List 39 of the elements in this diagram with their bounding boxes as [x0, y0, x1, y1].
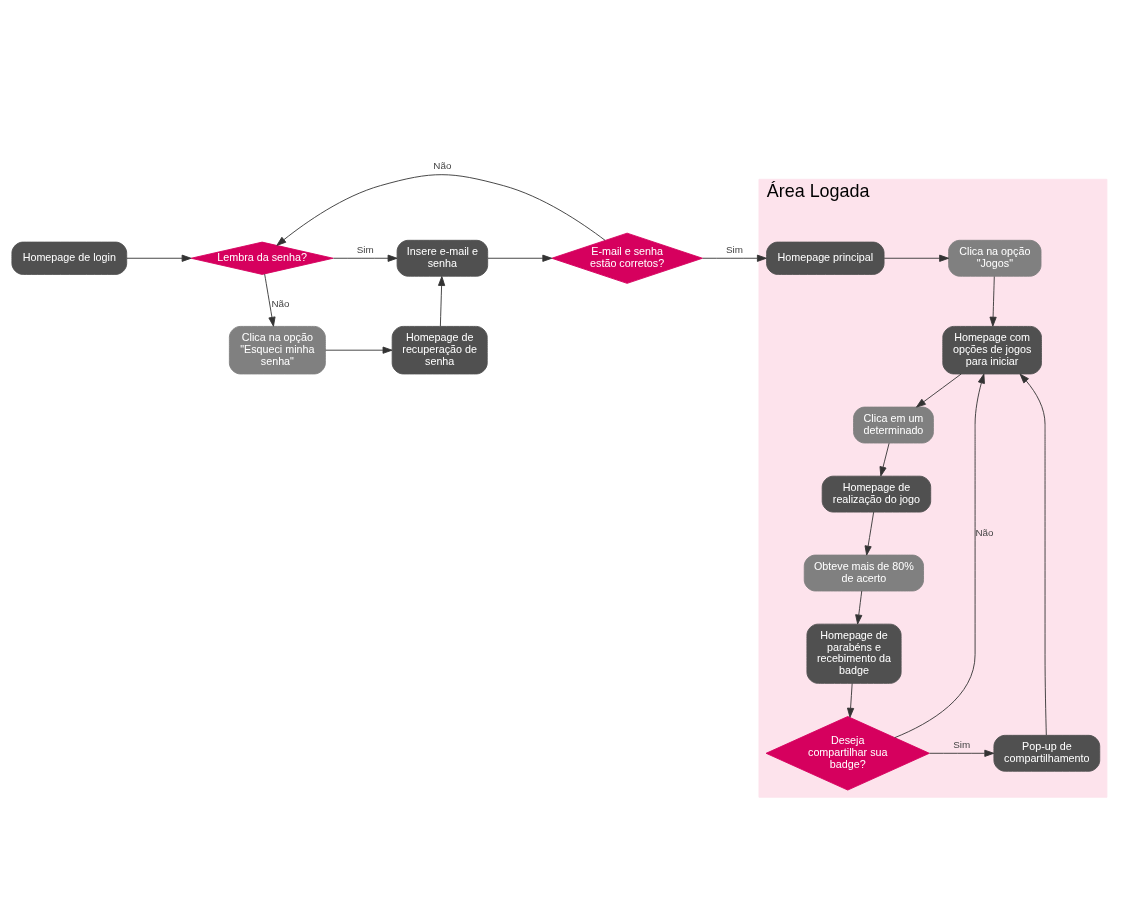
node-diamond: Lembra da senha?: [190, 241, 334, 275]
arrow: [126, 254, 192, 262]
node-box: Homepage de parabéns e recebimento da badge: [806, 623, 902, 684]
node-box: Obteve mais de 80% de acerto: [803, 554, 924, 592]
node-box: Homepage de realização do jogo: [821, 475, 932, 513]
arrow: [855, 590, 863, 625]
arrow: [989, 276, 997, 327]
node-diamond: E-mail e senha estão corretos?: [551, 232, 703, 284]
edge-label: Sim: [953, 738, 971, 750]
arrow: [916, 373, 962, 408]
node-box: Homepage de recuperação de senha: [391, 325, 488, 375]
node-diamond: Deseja compartilhar sua badge?: [765, 716, 930, 791]
node-box: Clica na opção "Jogos": [948, 239, 1042, 277]
edge-label: Não: [433, 160, 452, 172]
arrow: [883, 254, 950, 262]
arrow: [276, 174, 606, 246]
arrow: [438, 276, 446, 327]
edge-label: Sim: [726, 243, 744, 255]
node-box: Clica na opção "Esqueci minha senha": [228, 325, 326, 375]
node-box: Homepage principal: [766, 241, 885, 275]
arrow: [929, 749, 995, 757]
arrow: [264, 273, 276, 327]
arrow: [864, 511, 875, 556]
arrow: [879, 442, 890, 477]
arrow: [702, 254, 767, 262]
edge-label: Não: [271, 298, 290, 310]
arrow: [894, 373, 985, 739]
edge-label: Não: [975, 527, 994, 539]
arrow: [332, 254, 398, 262]
node-box: Homepage com opções de jogos para iniciar: [942, 325, 1042, 375]
node-box: Clica em um determinado: [853, 406, 934, 444]
arrow: [487, 254, 553, 262]
arrow: [325, 346, 393, 354]
node-box: Homepage de login: [11, 241, 128, 275]
arrow: [1019, 373, 1047, 736]
arrow: [847, 683, 855, 718]
node-box: Insere e-mail e senha: [396, 239, 489, 277]
edge-label: Sim: [356, 243, 374, 255]
node-box: Pop-up de compartilhamento: [993, 734, 1101, 772]
